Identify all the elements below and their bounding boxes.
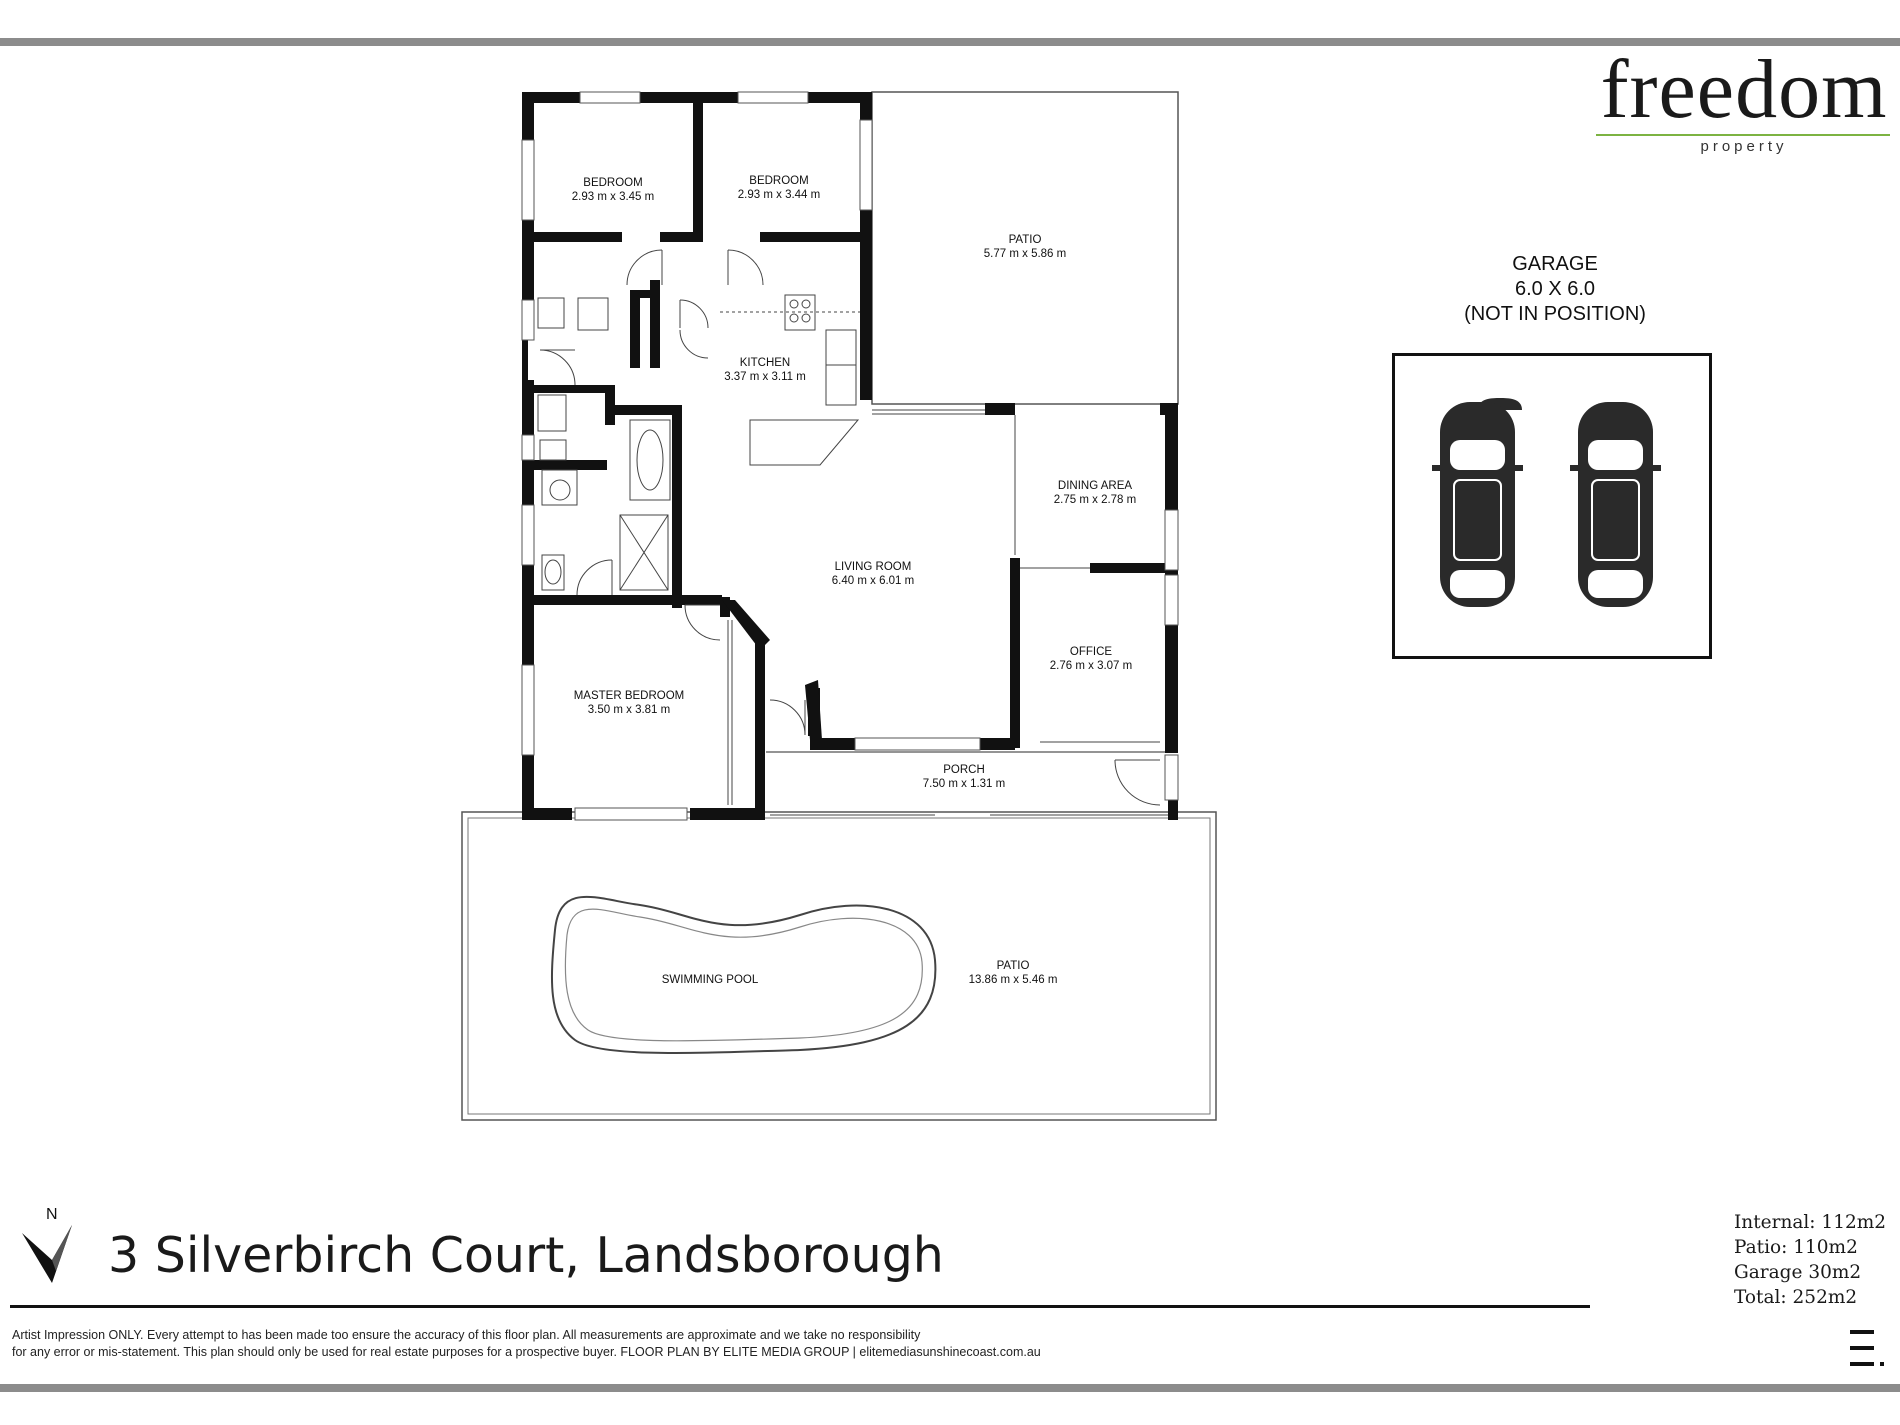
room-name: PATIO	[997, 960, 1030, 972]
patio-lower-outline	[461, 811, 1217, 1121]
windows	[521, 91, 1179, 821]
top-border-bar	[0, 38, 1900, 46]
brand-tagline: property	[1700, 138, 1788, 155]
car-icon	[1432, 398, 1523, 607]
garage-label: GARAGE 6.0 X 6.0 (NOT IN POSITION)	[1440, 252, 1670, 327]
property-address: 3 Silverbirch Court, Landsborough	[108, 1227, 944, 1284]
room-size: 7.50 m x 1.31 m	[923, 778, 1005, 790]
room-size: 13.86 m x 5.46 m	[969, 974, 1058, 986]
car-icon	[1570, 402, 1661, 607]
room-name: SWIMMING POOL	[662, 974, 759, 986]
patio-lower-inner-outline	[467, 817, 1211, 1115]
swimming-pool-inner-outline	[564, 908, 923, 1042]
bathroom-fixtures	[537, 297, 671, 591]
room-size: 2.93 m x 3.44 m	[738, 189, 820, 201]
garage-size: 6.0 X 6.0	[1514, 278, 1596, 300]
room-size: 2.93 m x 3.45 m	[572, 191, 654, 203]
elite-media-logo-icon	[1850, 1330, 1884, 1366]
room-name: MASTER BEDROOM	[574, 690, 685, 702]
room-name: BEDROOM	[749, 175, 808, 187]
room-name: PATIO	[1009, 234, 1042, 246]
compass-label: N	[46, 1206, 58, 1223]
room-labels: BEDROOM 2.93 m x 3.45 m BEDROOM 2.93 m x…	[572, 175, 1136, 986]
room-name: BEDROOM	[583, 177, 642, 189]
garage-area: Garage 30m2	[1734, 1262, 1862, 1283]
room-name: PORCH	[943, 764, 985, 776]
kitchen-fixtures	[720, 294, 860, 466]
room-name: KITCHEN	[740, 357, 790, 369]
brand-logo: freedom property	[1588, 48, 1900, 155]
bottom-border-bar	[0, 1384, 1900, 1392]
north-arrow-icon: N	[22, 1206, 72, 1283]
room-size: 5.77 m x 5.86 m	[984, 248, 1066, 260]
disclaimer: Artist Impression ONLY. Every attempt to…	[12, 1327, 1392, 1361]
patio-area: Patio: 110m2	[1734, 1237, 1858, 1258]
total-area: Total: 252m2	[1734, 1287, 1858, 1308]
door-swings	[539, 249, 1161, 806]
sliding-doors	[727, 409, 1168, 816]
room-size: 2.76 m x 3.07 m	[1050, 660, 1132, 672]
room-size: 3.37 m x 3.11 m	[724, 371, 806, 383]
internal-area: Internal: 112m2	[1734, 1212, 1887, 1233]
room-size: 6.40 m x 6.01 m	[832, 575, 914, 587]
swimming-pool-outline	[550, 895, 937, 1054]
brand-name: freedom	[1600, 43, 1888, 136]
garage-note: (NOT IN POSITION)	[1464, 303, 1646, 325]
divider-rule	[10, 1305, 1590, 1308]
disclaimer-line: for any error or mis-statement. This pla…	[12, 1345, 1041, 1359]
garage-title: GARAGE	[1512, 253, 1598, 275]
room-name: LIVING ROOM	[835, 561, 912, 573]
area-summary: Internal: 112m2 Patio: 110m2 Garage 30m2…	[1734, 1210, 1886, 1310]
brand-accent-line	[1596, 134, 1890, 136]
garage-outline	[1392, 353, 1712, 659]
room-size: 3.50 m x 3.81 m	[588, 704, 670, 716]
room-name: OFFICE	[1070, 646, 1112, 658]
disclaimer-line: Artist Impression ONLY. Every attempt to…	[12, 1328, 921, 1342]
room-size: 2.75 m x 2.78 m	[1054, 494, 1136, 506]
room-name: DINING AREA	[1058, 480, 1132, 492]
